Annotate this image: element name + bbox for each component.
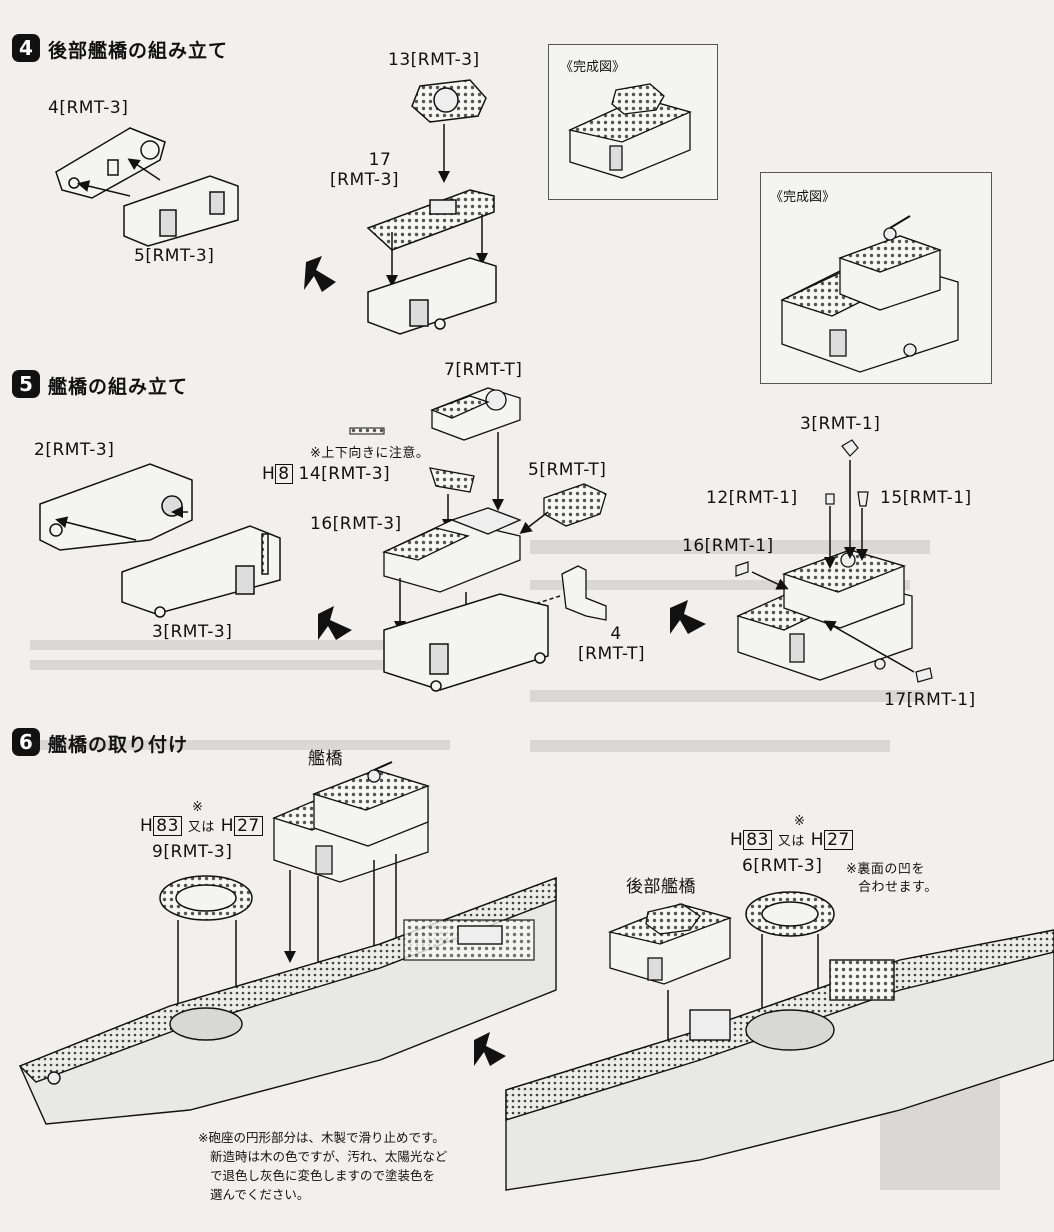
part-3-rmt1-drawing xyxy=(841,439,859,457)
part-17-rmt1-drawing xyxy=(915,667,933,683)
footnote-line3: で退色し灰色に変色しますので塗装色を xyxy=(210,1168,436,1183)
asterisk-right: ※ xyxy=(794,814,806,829)
part-7-rmtt-drawing xyxy=(430,387,521,441)
part-15-rmt1-drawing xyxy=(857,491,869,507)
or-text: 又は xyxy=(187,820,215,835)
step-5-badge: 5 xyxy=(12,370,40,398)
step-6-badge: 6 xyxy=(12,728,40,756)
footnote: ※砲座の円形部分は、木製で滑り止めです。 新造時は木の色ですが、汚れ、太陽光など… xyxy=(198,1128,458,1204)
color-h: H xyxy=(730,830,744,850)
step-arrow-icon xyxy=(474,1032,506,1066)
label-sub-15: 15[RMT-1] xyxy=(880,488,972,508)
part-4-rmt3-drawing xyxy=(55,127,166,199)
step-4-badge: 4 xyxy=(12,34,40,62)
forward-hull-drawing xyxy=(18,876,557,1125)
bridge-base-drawing xyxy=(383,593,549,692)
label-sub-3: 3[RMT-1] xyxy=(800,414,881,434)
completed-view-label-step4: 《完成図》 xyxy=(560,60,626,75)
step-arrow-icon xyxy=(670,600,706,634)
part-16-rmt1-drawing xyxy=(735,561,749,577)
part-5-rmtt-drawing xyxy=(543,483,607,527)
part-16-rmt3-drawing xyxy=(382,507,522,593)
label-part-14: 14[RMT-3] xyxy=(298,464,391,484)
label-part-13: 13[RMT-3] xyxy=(388,50,480,70)
label-part-3: 3[RMT-3] xyxy=(152,622,233,642)
step-5-title: 艦橋の組み立て xyxy=(48,376,189,398)
completed-view-label-step5: 《完成図》 xyxy=(770,190,836,205)
completed-aft-bridge-drawing xyxy=(567,83,692,179)
footnote-line2: 新造時は木の色ですが、汚れ、太陽光など xyxy=(210,1149,448,1164)
or-text: 又は xyxy=(777,834,805,849)
part-17-rmt3-drawing xyxy=(366,189,495,251)
label-part-17-sheet: [RMT-3] xyxy=(330,170,400,190)
part-5-rmt3-drawing xyxy=(123,175,239,247)
label-part-9: 9[RMT-3] xyxy=(152,842,233,862)
back-note-line2: 合わせます。 xyxy=(858,880,938,895)
label-aft-bridge: 後部艦橋 xyxy=(626,877,696,897)
part-12-rmt1-drawing xyxy=(825,493,835,505)
label-part-5: 5[RMT-3] xyxy=(134,246,215,266)
part-4-rmtt-drawing xyxy=(561,565,607,621)
bridge-assembly-drawing xyxy=(736,549,913,681)
label-part-17-num: 17 xyxy=(368,150,392,170)
step-4-title: 後部艦橋の組み立て xyxy=(48,40,229,62)
aft-bridge-base-drawing xyxy=(367,257,497,335)
label-part-4-sheet: [RMT-T] xyxy=(578,644,646,664)
part-3-rmt3-drawing xyxy=(121,525,281,618)
label-sub-17: 17[RMT-1] xyxy=(884,690,976,710)
color-h: H xyxy=(220,816,235,836)
label-sub-16: 16[RMT-1] xyxy=(682,536,774,556)
color-box-83: 83 xyxy=(743,830,772,850)
color-box-27: 27 xyxy=(824,830,853,850)
step-arrow-icon xyxy=(318,606,352,640)
orientation-note: ※上下向きに注意。 xyxy=(310,446,430,461)
part-14-rmt3-drawing xyxy=(429,467,475,493)
orientation-strip-drawing xyxy=(349,427,385,435)
bridge-part-drawing xyxy=(272,761,430,883)
footnote-line4: 選んでください。 xyxy=(210,1187,310,1202)
label-part-4: 4[RMT-3] xyxy=(48,98,129,118)
color-box-27: 27 xyxy=(234,816,263,836)
label-part-2: 2[RMT-3] xyxy=(34,440,115,460)
aft-hull-drawing xyxy=(505,929,1054,1191)
footnote-line1: ※砲座の円形部分は、木製で滑り止めです。 xyxy=(198,1130,445,1145)
color-prefix-h: H xyxy=(262,464,276,484)
label-bridge: 艦橋 xyxy=(308,749,343,769)
label-part-6: 6[RMT-3] xyxy=(742,856,823,876)
color-code-box: 8 xyxy=(275,464,293,484)
label-part-4-num: 4 xyxy=(610,624,622,644)
label-sub-12: 12[RMT-1] xyxy=(706,488,798,508)
part-2-rmt3-drawing xyxy=(39,463,193,551)
label-part-5-rmtt: 5[RMT-T] xyxy=(528,460,607,480)
color-h: H xyxy=(810,830,825,850)
step-6-title: 艦橋の取り付け xyxy=(48,730,188,757)
part-13-rmt3-drawing xyxy=(411,79,487,123)
aft-bridge-part-drawing xyxy=(607,903,733,985)
back-note-line1: ※裏面の凹を xyxy=(846,862,925,877)
asterisk-left: ※ xyxy=(192,800,204,815)
label-part-16: 16[RMT-3] xyxy=(310,514,402,534)
label-part-7: 7[RMT-T] xyxy=(444,360,523,380)
step-arrow-icon xyxy=(304,256,336,292)
color-box-83: 83 xyxy=(153,816,182,836)
part-9-rmt3-drawing xyxy=(159,875,253,921)
completed-bridge-drawing xyxy=(780,215,959,373)
color-h: H xyxy=(140,816,154,836)
part-6-rmt3-drawing xyxy=(745,891,835,937)
